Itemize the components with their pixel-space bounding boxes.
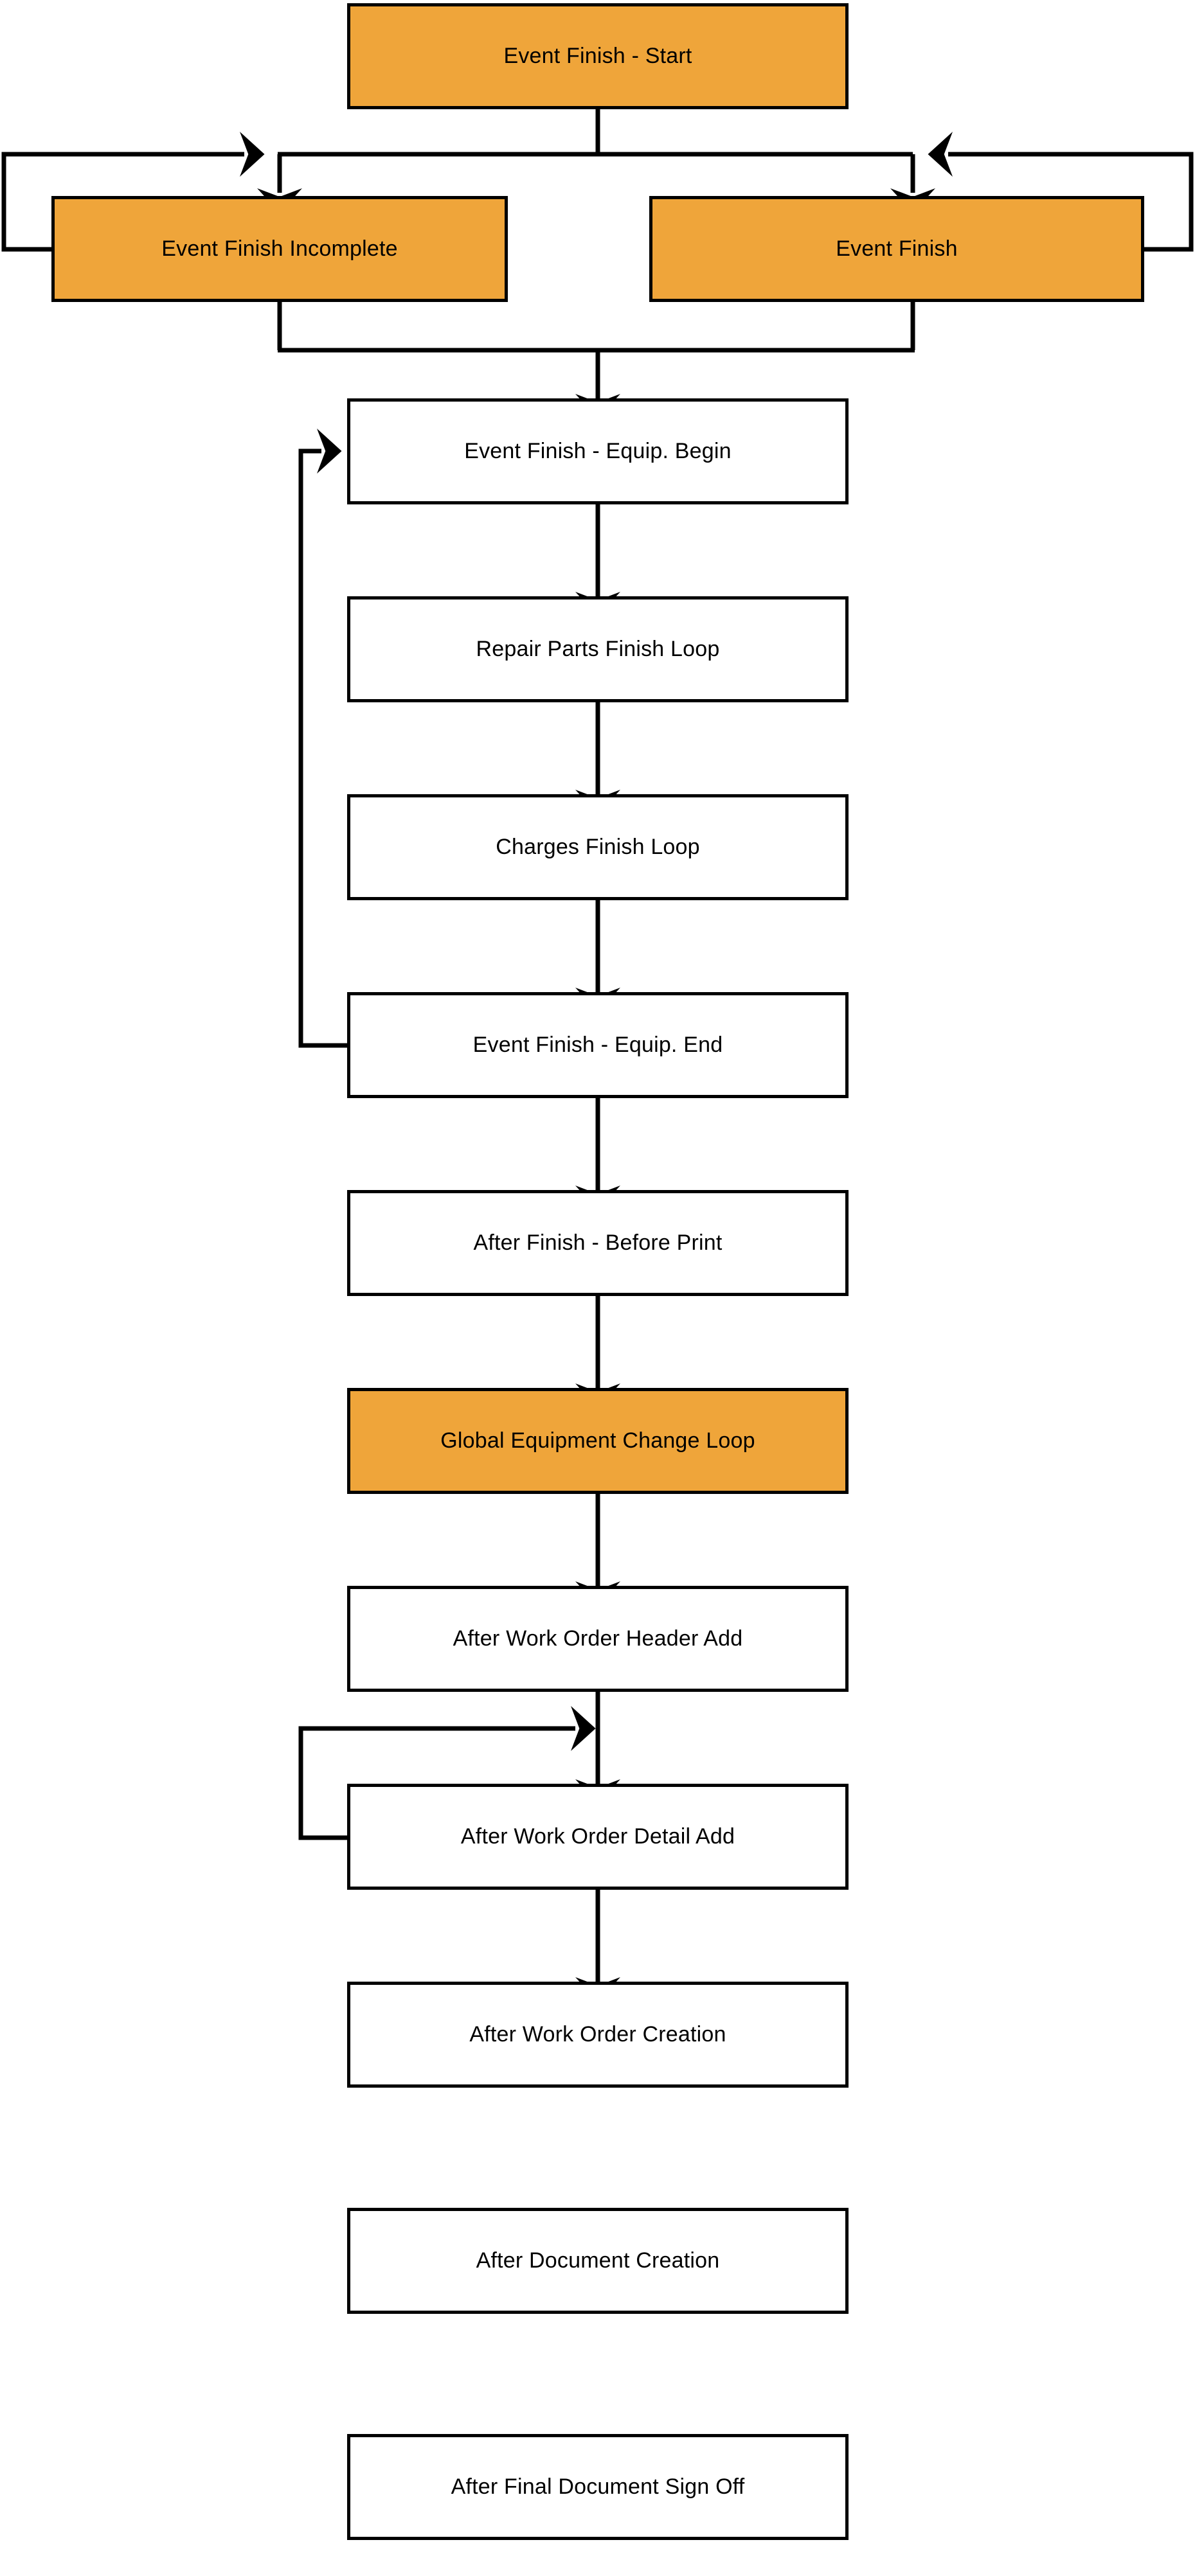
node-label: Global Equipment Change Loop <box>440 1428 755 1453</box>
node-label: Event Finish - Equip. Begin <box>464 439 732 464</box>
edge-incomplete-loopback <box>1 132 265 252</box>
node-after-work-order-detail-add[interactable]: After Work Order Detail Add <box>347 1784 849 1890</box>
node-event-finish-start[interactable]: Event Finish - Start <box>347 3 849 109</box>
node-after-work-order-header-add[interactable]: After Work Order Header Add <box>347 1586 849 1692</box>
node-label: Event Finish - Equip. End <box>472 1033 723 1058</box>
node-label: Event Finish - Start <box>503 44 692 69</box>
node-global-equipment-change-loop[interactable]: Global Equipment Change Loop <box>347 1388 849 1494</box>
node-label: Charges Finish Loop <box>496 835 700 860</box>
node-label: After Document Creation <box>476 2248 720 2273</box>
node-label: After Work Order Header Add <box>453 1626 743 1651</box>
node-repair-parts-finish-loop[interactable]: Repair Parts Finish Loop <box>347 596 849 702</box>
edge-finish-loopback <box>928 132 1194 252</box>
node-event-finish-equip-end[interactable]: Event Finish - Equip. End <box>347 992 849 1098</box>
node-label: Event Finish Incomplete <box>161 236 398 262</box>
node-charges-finish-loop[interactable]: Charges Finish Loop <box>347 794 849 900</box>
node-event-finish-incomplete[interactable]: Event Finish Incomplete <box>51 196 508 302</box>
node-label: Event Finish <box>836 236 958 262</box>
node-event-finish-equip-begin[interactable]: Event Finish - Equip. Begin <box>347 398 849 504</box>
node-event-finish[interactable]: Event Finish <box>649 196 1144 302</box>
node-label: After Finish - Before Print <box>473 1230 723 1256</box>
node-label: After Work Order Detail Add <box>460 1824 735 1849</box>
edge-equip-end-loopback <box>298 429 347 1048</box>
node-label: Repair Parts Finish Loop <box>476 637 720 662</box>
node-after-final-document-sign-off[interactable]: After Final Document Sign Off <box>347 2434 849 2540</box>
edge-detail-add-selfloop <box>298 1706 596 1840</box>
node-after-document-creation[interactable]: After Document Creation <box>347 2208 849 2314</box>
node-after-work-order-creation[interactable]: After Work Order Creation <box>347 1982 849 2088</box>
node-label: After Work Order Creation <box>469 2022 726 2047</box>
node-label: After Final Document Sign Off <box>451 2474 745 2500</box>
node-after-finish-before-print[interactable]: After Finish - Before Print <box>347 1190 849 1296</box>
